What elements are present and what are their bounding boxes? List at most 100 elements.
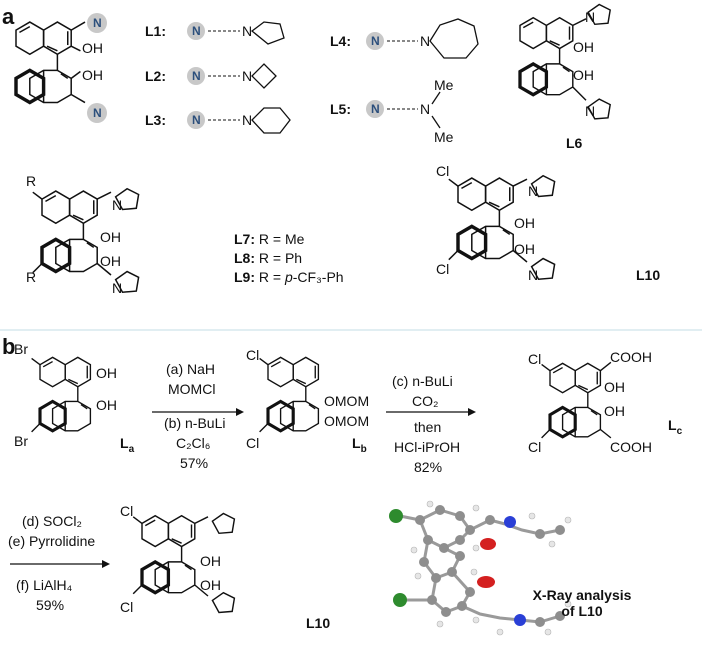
lb-cl-bottom: Cl <box>246 435 259 451</box>
compound-lc-structure <box>541 361 612 439</box>
step3-conditions: (d) SOCl₂ (e) Pyrrolidine (f) LiAlH₄ 59% <box>8 513 95 613</box>
svg-text:CO₂: CO₂ <box>412 393 438 409</box>
lc-cooh-top: COOH <box>610 349 652 365</box>
lb-cl-top: Cl <box>246 347 259 363</box>
svg-text:Me: Me <box>434 77 454 93</box>
lc-oh-top: OH <box>604 379 625 395</box>
panel-b-label: b <box>2 334 15 359</box>
svg-text:(d) SOCl₂: (d) SOCl₂ <box>22 513 82 529</box>
n-ball-bottom <box>87 103 107 123</box>
l10b-cl-top: Cl <box>120 503 133 519</box>
svg-text:N: N <box>242 23 252 39</box>
n-token-top: N <box>93 16 102 30</box>
l7-oh-top: OH <box>100 229 121 245</box>
svg-text:(a) NaH: (a) NaH <box>166 361 215 377</box>
l10a-oh-top: OH <box>514 215 535 231</box>
lb-omom-bottom: OMOM <box>324 413 369 429</box>
oh-label-top: OH <box>82 40 103 56</box>
l6-n-top: N <box>585 9 595 25</box>
xray-n-atom-top <box>504 516 516 528</box>
svg-text:N: N <box>242 112 252 128</box>
step1-conditions: (a) NaH MOMCl (b) n-BuLi C₂Cl₆ 57% <box>164 361 225 471</box>
xray-n-atom-bottom <box>514 614 526 626</box>
l10a-oh-bottom: OH <box>514 241 535 257</box>
step2-conditions: (c) n-BuLi CO₂ then HCl-iPrOH 82% <box>392 373 460 475</box>
svg-text:L4:: L4: <box>330 33 351 49</box>
l10a-n-top: N <box>528 183 538 199</box>
l10b-label: L10 <box>306 615 330 631</box>
la-label: La <box>120 435 135 455</box>
r-bottom: R <box>26 269 36 285</box>
svg-text:(f) LiAlH₄: (f) LiAlH₄ <box>16 577 73 593</box>
panel-a-label: a <box>2 4 15 29</box>
l10b-oh-bottom: OH <box>200 577 221 593</box>
ligand-l2: L2: N N <box>145 63 277 89</box>
la-br-bottom: Br <box>14 433 28 449</box>
lc-cl-bottom: Cl <box>528 439 541 455</box>
svg-text:(b) n-BuLi: (b) n-BuLi <box>164 415 225 431</box>
l7-n-bottom: N <box>112 280 122 296</box>
l6-label: L6 <box>566 135 583 151</box>
svg-text:L3:: L3: <box>145 112 166 128</box>
svg-text:L5:: L5: <box>330 101 351 117</box>
l10a-label: L10 <box>636 267 660 283</box>
l7-oh-bottom: OH <box>100 253 121 269</box>
svg-text:N: N <box>192 24 201 38</box>
svg-text:(e) Pyrrolidine: (e) Pyrrolidine <box>8 533 95 549</box>
svg-text:(c) n-BuLi: (c) n-BuLi <box>392 373 453 389</box>
l6-oh-top: OH <box>573 39 594 55</box>
xray-caption-line2: of L10 <box>561 603 602 619</box>
arrowhead-step1 <box>236 408 244 416</box>
generic-scaffold <box>14 20 86 105</box>
oh-label-bottom: OH <box>82 67 103 83</box>
svg-text:L1:: L1: <box>145 23 166 39</box>
xray-cl-atom-bottom <box>393 593 407 607</box>
l10a-n-bottom: N <box>528 267 538 283</box>
la-oh-bottom: OH <box>96 397 117 413</box>
xray-o-atom-bottom <box>477 576 495 588</box>
lc-oh-bottom: OH <box>604 403 625 419</box>
svg-text:HCl-iPrOH: HCl-iPrOH <box>394 439 460 455</box>
svg-text:N: N <box>192 69 201 83</box>
svg-text:N: N <box>420 33 430 49</box>
la-oh-top: OH <box>96 365 117 381</box>
r-series-list: L7: R = Me L8: R = Ph L9: R = p-CF₃-Ph <box>234 231 344 285</box>
compound-la-structure <box>31 355 92 433</box>
lc-label: Lc <box>668 417 683 437</box>
ligand-l5: L5: N N Me Me <box>330 77 454 145</box>
xray-caption-line1: X-Ray analysis <box>533 587 632 603</box>
xray-structure <box>389 500 572 636</box>
lb-omom-top: OMOM <box>324 393 369 409</box>
svg-text:N: N <box>420 101 430 117</box>
svg-text:57%: 57% <box>180 455 208 471</box>
l10b-cl-bottom: Cl <box>120 599 133 615</box>
n-ball-top <box>87 13 107 33</box>
svg-text:L9: R = p-CF₃-Ph: L9: R = p-CF₃-Ph <box>234 269 344 285</box>
svg-text:N: N <box>192 113 201 127</box>
svg-text:N: N <box>371 34 380 48</box>
svg-text:82%: 82% <box>414 459 442 475</box>
lc-cl-top: Cl <box>528 351 541 367</box>
ligand-l3: L3: N N <box>145 107 291 134</box>
l10a-cl-bottom: Cl <box>436 261 449 277</box>
svg-text:L2:: L2: <box>145 68 166 84</box>
lb-label: Lb <box>352 435 367 455</box>
ligand-l7-l9-structure <box>32 188 140 293</box>
ligand-l4: L4: N N <box>330 18 479 59</box>
xray-o-atom-top <box>480 538 496 550</box>
l6-n-bottom: N <box>585 103 595 119</box>
arrowhead-step3 <box>102 560 110 568</box>
svg-text:N: N <box>242 68 252 84</box>
svg-text:C₂Cl₆: C₂Cl₆ <box>176 435 210 451</box>
svg-text:N: N <box>371 102 380 116</box>
n-token-bottom: N <box>93 106 102 120</box>
l10a-cl-top: Cl <box>436 163 449 179</box>
compound-lb-structure <box>259 355 320 433</box>
arrowhead-step2 <box>468 408 476 416</box>
l7-n-top: N <box>112 197 122 213</box>
xray-cl-atom-top <box>389 509 403 523</box>
ligand-l6-structure <box>518 3 611 120</box>
lc-cooh-bottom: COOH <box>610 439 652 455</box>
svg-text:MOMCl: MOMCl <box>168 381 215 397</box>
